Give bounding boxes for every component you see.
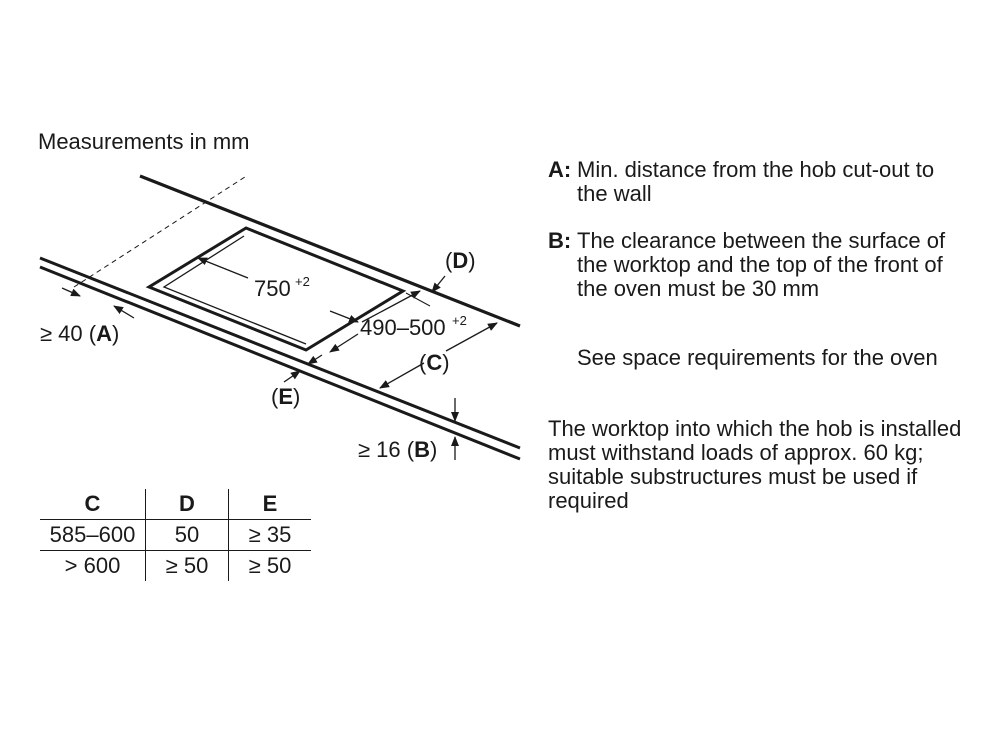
table-cell: 50 [145, 519, 229, 551]
table-cell: > 600 [40, 550, 146, 581]
distance-a-label: ≥ 40 (A) [40, 321, 119, 346]
distance-a-arrow-right [113, 305, 135, 319]
depth-dimension-line-bottom [329, 333, 359, 353]
distance-d-label: (D) [445, 248, 476, 273]
legend-a: A: Min. distance from the hob cut-out to… [548, 158, 968, 206]
depth-dimension: 490–500 +2 [329, 290, 467, 353]
width-tolerance: +2 [295, 274, 310, 289]
worktop-front-edge-bottom [39, 265, 521, 461]
width-value: 750 [254, 276, 291, 301]
distance-e-label: (E) [271, 384, 300, 409]
table-row: > 600 ≥ 50 ≥ 50 [40, 550, 311, 581]
distance-e-arrow-right [307, 354, 323, 365]
table-cell: ≥ 50 [228, 550, 311, 581]
distance-c-arrow-back [445, 322, 498, 352]
worktop [39, 174, 521, 461]
hob-installation-diagram: 750 +2 490–500 +2 (D) (C) (E) ≥ 40 (A) ≥… [39, 174, 521, 462]
distance-b: ≥ 16 (B) [358, 398, 459, 462]
distance-c-arrow-front [379, 362, 425, 389]
distance-a: ≥ 40 (A) [40, 287, 135, 346]
distance-e: (E) [271, 354, 323, 409]
distance-a-arrow-left [61, 287, 81, 297]
legend-a-key: A: [548, 157, 572, 182]
table-header-e: E [228, 489, 311, 520]
legend-b-key: B: [548, 228, 572, 253]
table-header-c: C [84, 491, 101, 516]
width-dimension-line-right [329, 310, 359, 323]
width-dimension-line-left [197, 257, 249, 279]
distance-c: (C) [379, 322, 498, 389]
width-dimension: 750 +2 [197, 257, 359, 323]
cutout-inner-edge [162, 235, 307, 345]
worktop-load-note: The worktop into which the hob is instal… [548, 416, 962, 513]
depth-value: 490–500 [360, 315, 446, 340]
distance-b-label: ≥ 16 (B) [358, 437, 437, 462]
table-cell: 585–600 [40, 519, 146, 551]
cutout-outer-edge [145, 226, 407, 352]
legend-b: B: The clearance between the surface of … [548, 229, 978, 301]
legend-b-text: The clearance between the surface of the… [577, 228, 946, 301]
table-cell: ≥ 35 [228, 519, 311, 551]
table-cell: ≥ 50 [145, 550, 229, 581]
measurements-heading: Measurements in mm [38, 129, 250, 154]
distance-c-label: (C) [419, 350, 450, 375]
table-header-row: C D E [40, 489, 311, 520]
worktop-back-edge [139, 174, 521, 328]
wall-distance-guide [73, 174, 249, 288]
distance-d-arrow [431, 275, 446, 293]
table-row: 585–600 50 ≥ 35 [40, 519, 311, 551]
space-requirements-note: See space requirements for the oven [577, 345, 938, 370]
legend-a-text: Min. distance from the hob cut-out to th… [577, 157, 935, 206]
distance-d: (D) [431, 248, 476, 293]
depth-tolerance: +2 [452, 313, 467, 328]
distance-e-arrow-left [283, 370, 301, 383]
table-header-d: D [145, 489, 229, 520]
hob-cutout [145, 226, 407, 352]
worktop-front-edge-top [39, 256, 521, 450]
depth-dimension-line-top [361, 290, 421, 323]
depth-extension-line [405, 292, 431, 307]
clearance-table: C D E 585–600 50 ≥ 35 > 600 ≥ 50 ≥ 50 [40, 489, 311, 581]
